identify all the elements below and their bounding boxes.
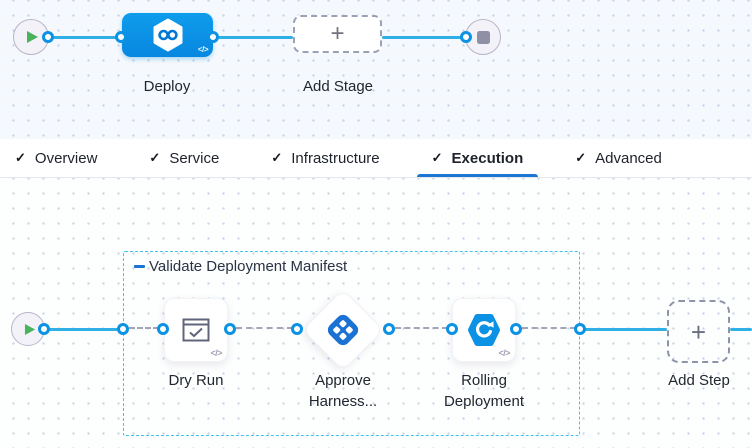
connector-port[interactable] — [460, 31, 472, 43]
tab-infrastructure[interactable]: ✓ Infrastructure — [256, 139, 394, 177]
stage-node-deploy[interactable]: </> — [122, 13, 213, 57]
connector-port[interactable] — [224, 323, 236, 335]
play-icon — [27, 31, 38, 43]
tab-service[interactable]: ✓ Service — [134, 139, 234, 177]
connector-port[interactable] — [117, 323, 129, 335]
add-step-label[interactable]: Add Step — [668, 372, 730, 389]
check-icon: ✓ — [271, 150, 283, 165]
add-step-button[interactable]: + — [667, 300, 730, 363]
tab-label: Advanced — [595, 149, 662, 167]
tab-list: ✓ Overview ✓ Service ✓ Infrastructure ✓ … — [0, 139, 752, 177]
tab-label: Overview — [34, 149, 98, 167]
step-node-approve[interactable] — [301, 288, 385, 372]
step-label-approve[interactable]: Approve Harness... — [308, 372, 378, 410]
execution-graph-canvas[interactable]: Validate Deployment Manifest — [0, 178, 752, 448]
yaml-code-icon[interactable]: </> — [210, 348, 222, 358]
connector-port[interactable] — [42, 31, 54, 43]
connector-port[interactable] — [157, 323, 169, 335]
step-node-rolling-deployment[interactable]: </> — [452, 298, 516, 362]
execution-start-node — [11, 312, 45, 346]
step-group-label[interactable]: Validate Deployment Manifest — [134, 258, 347, 275]
connector-port[interactable] — [207, 31, 219, 43]
stage-config-tabbar: ✓ Overview ✓ Service ✓ Infrastructure ✓ … — [0, 139, 752, 178]
step-connector-line — [730, 327, 752, 331]
stage-connector-line — [382, 35, 466, 39]
step-label-rolling-deployment[interactable]: Rolling Deployment — [443, 372, 525, 410]
rolling-deploy-icon — [468, 314, 500, 346]
yaml-code-icon[interactable]: </> — [498, 348, 510, 358]
tab-execution[interactable]: ✓ Execution — [416, 139, 539, 177]
connector-port[interactable] — [291, 323, 303, 335]
check-icon: ✓ — [575, 150, 587, 165]
add-stage-button[interactable]: + — [293, 15, 382, 53]
connector-port[interactable] — [510, 323, 522, 335]
connector-port[interactable] — [38, 323, 50, 335]
stage-graph-canvas[interactable]: </> + Deploy Add Stage — [0, 0, 752, 139]
plus-icon: + — [690, 316, 707, 347]
add-stage-label[interactable]: Add Stage — [302, 78, 374, 95]
connector-port[interactable] — [115, 31, 127, 43]
step-connector-line — [47, 327, 123, 331]
stage-connector-line — [48, 35, 122, 39]
dry-run-icon — [182, 318, 210, 342]
tab-overview[interactable]: ✓ Overview — [0, 139, 112, 177]
step-dashed-line — [236, 327, 293, 329]
connector-port[interactable] — [383, 323, 395, 335]
check-icon: ✓ — [149, 150, 161, 165]
tab-label: Infrastructure — [291, 149, 380, 167]
cd-hexagon-icon — [153, 18, 182, 52]
connector-port[interactable] — [574, 323, 586, 335]
step-label-dry-run[interactable]: Dry Run — [168, 372, 224, 389]
play-icon — [24, 323, 35, 335]
step-dashed-line — [395, 327, 448, 329]
connector-port[interactable] — [446, 323, 458, 335]
step-dashed-line — [522, 327, 576, 329]
approval-icon — [327, 314, 359, 346]
step-connector-line — [583, 327, 667, 331]
check-icon: ✓ — [15, 150, 26, 165]
stage-connector-line — [213, 35, 293, 39]
tab-label: Service — [169, 149, 220, 167]
yaml-code-icon[interactable]: </> — [197, 45, 209, 54]
step-dashed-line — [129, 327, 159, 329]
check-icon: ✓ — [431, 150, 443, 165]
stop-icon — [476, 30, 490, 44]
tab-label: Execution — [451, 149, 524, 167]
stage-label[interactable]: Deploy — [143, 78, 191, 95]
tab-advanced[interactable]: ✓ Advanced — [560, 139, 677, 177]
plus-icon: + — [330, 20, 345, 47]
step-node-dry-run[interactable]: </> — [164, 298, 228, 362]
collapse-dash-icon[interactable] — [134, 265, 145, 268]
step-group-container[interactable]: Validate Deployment Manifest — [123, 251, 580, 436]
